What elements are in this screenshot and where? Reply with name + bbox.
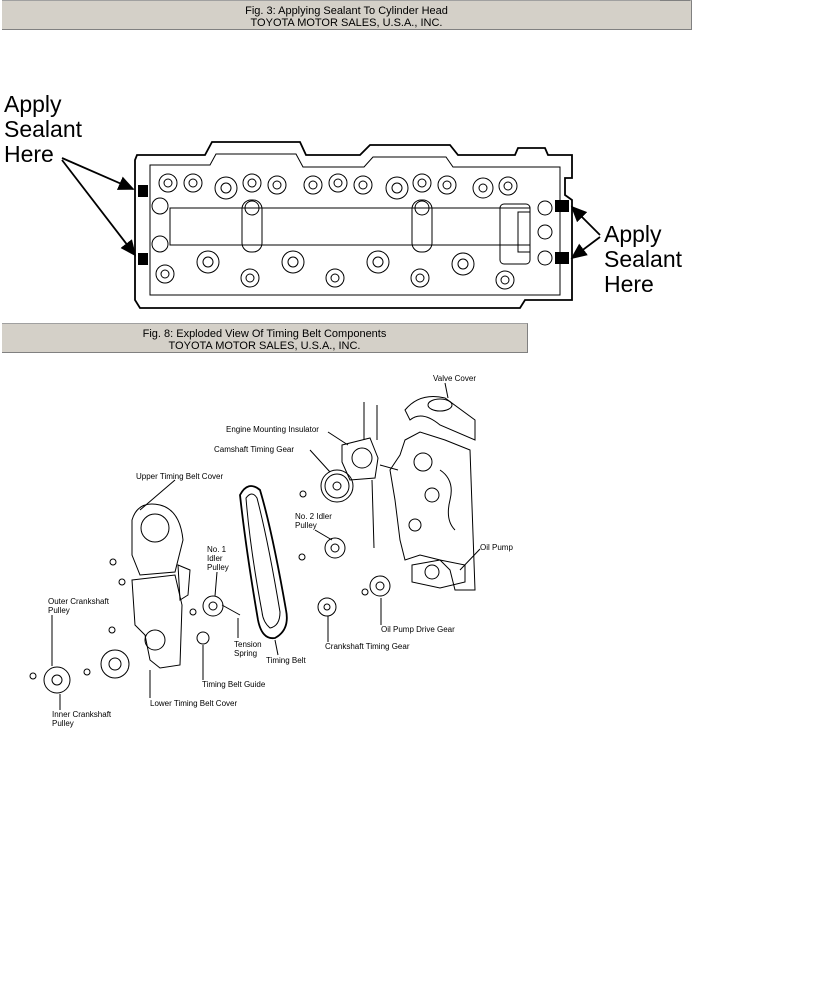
cylinder-head-drawing	[61, 141, 601, 309]
callout-oil-pump: Oil Pump	[480, 543, 513, 552]
sealant-spot-right-lower	[555, 252, 569, 264]
sealant-spot-right-upper	[555, 200, 569, 212]
apply-sealant-label-right-1: Apply	[604, 221, 662, 247]
caption-divider	[660, 0, 690, 1]
sealant-spot-left-upper	[138, 185, 148, 197]
sealant-spot-left-lower	[138, 253, 148, 265]
callout-valve-cover: Valve Cover	[433, 374, 476, 383]
figure-8-caption: Fig. 8: Exploded View Of Timing Belt Com…	[2, 323, 528, 353]
head-bolt-row-bottom	[155, 250, 515, 290]
callout-inner-crankshaft-pulley-1: Inner Crankshaft	[52, 710, 112, 719]
callout-oil-pump-drive-gear: Oil Pump Drive Gear	[381, 625, 455, 634]
figure-3-caption: Fig. 3: Applying Sealant To Cylinder Hea…	[2, 0, 692, 30]
apply-sealant-label-left-2: Sealant	[4, 116, 83, 142]
apply-sealant-label-right-3: Here	[604, 271, 654, 297]
callout-outer-crankshaft-pulley-1: Outer Crankshaft	[48, 597, 110, 606]
figure-8-credit: TOYOTA MOTOR SALES, U.S.A., INC.	[168, 340, 361, 352]
apply-sealant-label-right-2: Sealant	[604, 246, 683, 272]
callout-no1-idler-pulley-2: Idler	[207, 554, 223, 563]
callout-tension-spring-2: Spring	[234, 649, 257, 658]
callout-inner-crankshaft-pulley-2: Pulley	[52, 719, 74, 728]
figure-3-credit: TOYOTA MOTOR SALES, U.S.A., INC.	[250, 17, 443, 29]
callout-no2-idler-pulley-2: Pulley	[295, 521, 317, 530]
callout-lower-timing-belt-cover: Lower Timing Belt Cover	[150, 699, 237, 708]
callout-tension-spring-1: Tension	[234, 640, 262, 649]
timing-belt-exploded-drawing	[29, 382, 481, 710]
apply-sealant-label-left-1: Apply	[4, 91, 62, 117]
head-bolt-row-top	[158, 173, 518, 200]
callout-no1-idler-pulley-3: Pulley	[207, 563, 229, 572]
callout-crankshaft-timing-gear: Crankshaft Timing Gear	[325, 642, 410, 651]
callout-timing-belt-guide: Timing Belt Guide	[202, 680, 266, 689]
figure-3-title: Fig. 3: Applying Sealant To Cylinder Hea…	[245, 5, 448, 17]
callout-camshaft-timing-gear: Camshaft Timing Gear	[214, 445, 294, 454]
callout-timing-belt: Timing Belt	[266, 656, 306, 665]
callout-upper-timing-belt-cover: Upper Timing Belt Cover	[136, 472, 223, 481]
callout-outer-crankshaft-pulley-2: Pulley	[48, 606, 70, 615]
apply-sealant-label-left-3: Here	[4, 141, 54, 167]
callout-no2-idler-pulley-1: No. 2 Idler	[295, 512, 332, 521]
callout-no1-idler-pulley-1: No. 1	[207, 545, 227, 554]
figure-8-title: Fig. 8: Exploded View Of Timing Belt Com…	[142, 328, 387, 340]
callout-engine-mounting-insulator: Engine Mounting Insulator	[226, 425, 319, 434]
